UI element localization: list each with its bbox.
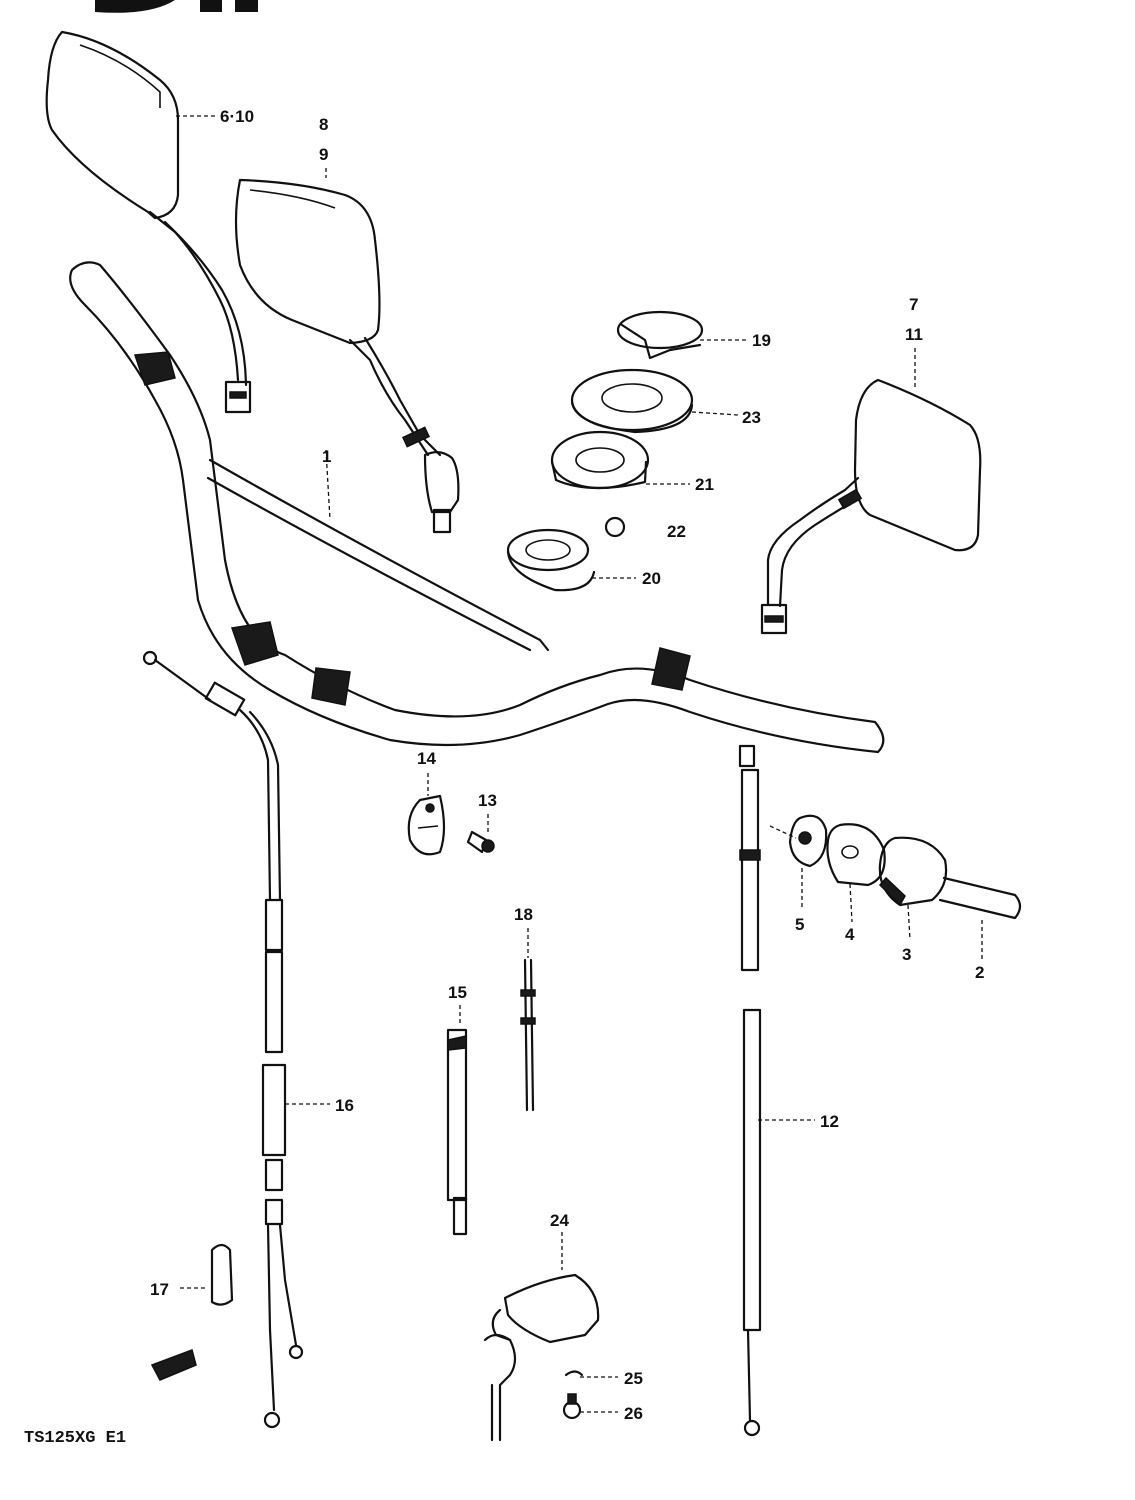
callout-23: 23 [742, 408, 761, 427]
callout-25: 25 [624, 1369, 643, 1388]
handlebar [69, 261, 885, 754]
mirror-left-lower [234, 178, 460, 534]
callout-11: 11 [905, 325, 923, 344]
callout-24: 24 [550, 1211, 569, 1230]
leader-lines [176, 115, 983, 1413]
callout-2: 2 [975, 963, 984, 982]
throttle-cable [738, 744, 762, 1437]
part-18 [520, 958, 536, 1112]
callout-14: 14 [417, 749, 436, 768]
callout-12: 12 [820, 1112, 839, 1131]
callout-3: 3 [902, 945, 911, 964]
callout-17: 17 [150, 1280, 169, 1299]
spacer-stack [506, 310, 704, 592]
callout-16: 16 [335, 1096, 354, 1115]
cable-boot [210, 1243, 234, 1306]
callout-1: 1 [322, 447, 331, 466]
callout-6-10: 6·10 [220, 107, 254, 126]
callout-19: 19 [752, 331, 771, 350]
mirror-left-upper [45, 30, 252, 414]
lock-set [483, 1273, 600, 1442]
callout-7: 7 [909, 295, 918, 314]
callout-9: 9 [319, 145, 328, 164]
callout-18: 18 [514, 905, 533, 924]
callout-8: 8 [319, 115, 328, 134]
grip-assembly [769, 814, 1022, 920]
callout-13: 13 [478, 791, 497, 810]
mirror-right [760, 378, 982, 635]
clutch-cable [142, 650, 304, 1429]
header-logo-fragment [95, 0, 258, 13]
part-15 [446, 1028, 468, 1236]
callout-22: 22 [667, 522, 686, 541]
callout-4: 4 [845, 925, 855, 944]
callout-15: 15 [448, 983, 467, 1002]
callout-26: 26 [624, 1404, 643, 1423]
callouts: 1 6·10 8 9 7 11 19 23 21 22 20 14 13 5 4… [24, 107, 984, 1448]
callout-21: 21 [695, 475, 714, 494]
clip-fragment [150, 1349, 197, 1381]
callout-5: 5 [795, 915, 804, 934]
clamp-and-bolt [407, 794, 495, 856]
model-code: TS125XG E1 [24, 1429, 126, 1448]
callout-20: 20 [642, 569, 661, 588]
